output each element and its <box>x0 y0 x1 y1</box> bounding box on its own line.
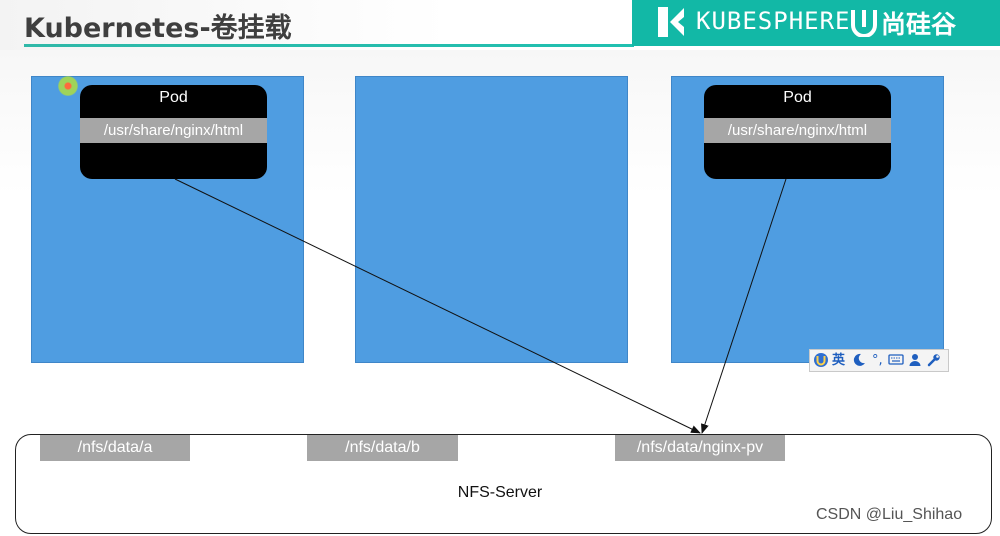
kubesphere-logo-icon <box>658 7 684 37</box>
title-underline <box>24 44 634 47</box>
pod-2: Pod /usr/share/nginx/html <box>704 85 891 179</box>
keyboard-icon[interactable] <box>888 350 904 374</box>
pod-1-mount-path: /usr/share/nginx/html <box>80 118 267 143</box>
slide-title: Kubernetes-卷挂载 <box>24 13 292 44</box>
moon-icon[interactable] <box>852 350 866 374</box>
brand-name: KUBESPHERE <box>696 7 851 35</box>
pointer-highlight <box>58 76 78 96</box>
nfs-dir-a: /nfs/data/a <box>40 435 190 461</box>
ime-language-toggle[interactable]: 英 <box>832 353 846 368</box>
ime-punctuation-toggle[interactable]: °, <box>872 353 883 368</box>
atguigu-logo-icon <box>851 10 877 37</box>
wrench-icon[interactable] <box>927 350 941 374</box>
pod-1: Pod /usr/share/nginx/html <box>80 85 267 179</box>
pod-1-title: Pod <box>159 89 188 106</box>
ime-toolbar[interactable]: 英 °, <box>809 349 949 372</box>
nfs-dir-nginx-pv: /nfs/data/nginx-pv <box>615 435 785 461</box>
pod-2-title: Pod <box>783 89 812 106</box>
ime-logo-icon[interactable] <box>813 350 829 375</box>
brand-banner: KUBESPHERE 尚硅谷 <box>632 0 1000 46</box>
nfs-dir-b: /nfs/data/b <box>307 435 458 461</box>
user-icon[interactable] <box>909 350 921 374</box>
pod-2-mount-path: /usr/share/nginx/html <box>704 118 891 143</box>
mount-arrow-pod-2 <box>701 178 787 434</box>
watermark: CSDN @Liu_Shihao <box>816 506 963 523</box>
mount-arrow-pod-1 <box>174 178 701 434</box>
k8s-node-2 <box>355 76 628 363</box>
brand-chinese-name: 尚硅谷 <box>881 10 957 39</box>
slide-header: Kubernetes-卷挂载 KUBESPHERE 尚硅谷 <box>0 0 1000 50</box>
nfs-server-label: NFS-Server <box>457 484 543 501</box>
